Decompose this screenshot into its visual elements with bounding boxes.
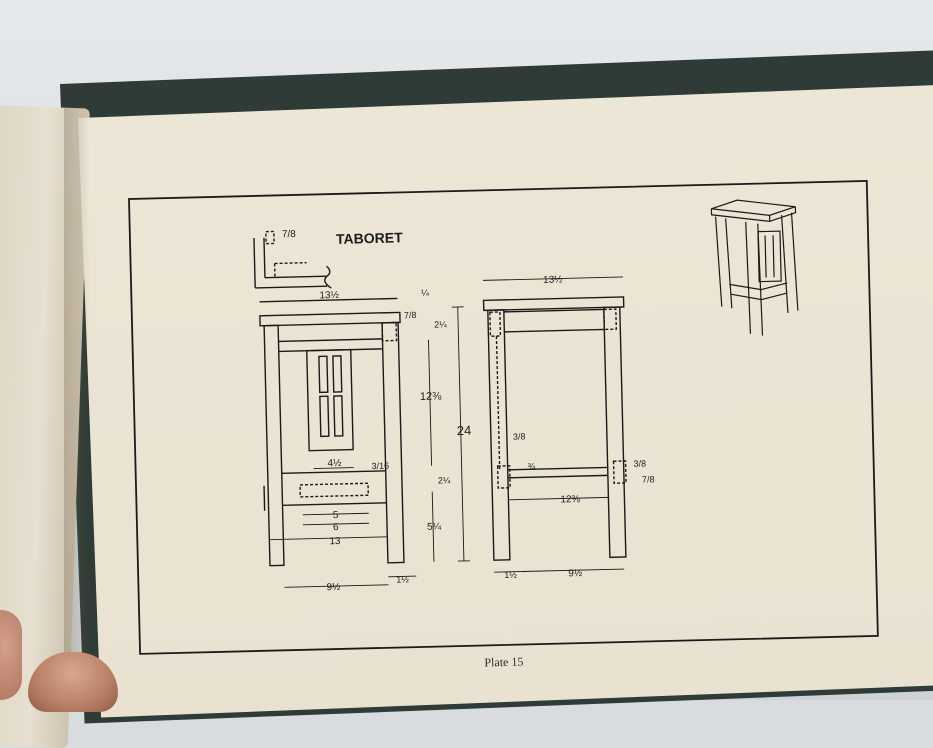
front-shelf-height-dim: 5¼ <box>427 520 442 532</box>
side-rail-length-dim: 12⅜ <box>560 494 580 505</box>
side-rail-3-8-dim: 3/8 <box>633 458 646 468</box>
front-view <box>260 307 471 588</box>
finger <box>0 610 22 700</box>
corner-thickness-dim: 7/8 <box>282 229 297 240</box>
plate-drawing: TABORET 7/8 13½ ¼ 7/8 2¼ 12⅜ 24 4½ 3/16 … <box>0 0 933 700</box>
front-top-overhang-dim: ¼ <box>421 288 429 298</box>
side-tenon-dim: 3/8 <box>513 431 526 441</box>
side-view <box>483 277 630 572</box>
front-shelf-inner-5-dim: 5 <box>333 510 339 521</box>
side-leg-spacing-dim: 9½ <box>568 568 583 579</box>
side-top-overall-dim: 13½ <box>543 274 563 285</box>
isometric-sketch <box>711 199 798 337</box>
front-shelf-gap-dim: 3/16 <box>371 461 389 471</box>
front-top-thickness-dim: 7/8 <box>404 310 417 320</box>
front-shelf-rail-dim: 2¼ <box>438 475 451 485</box>
corner-width-dim: 13½ <box>319 290 339 301</box>
front-shelf-inner-6-dim: 6 <box>333 522 339 533</box>
side-leg-width-dim: 1½ <box>504 570 517 580</box>
side-rail-7-8-dim: 7/8 <box>642 474 655 484</box>
front-bottom-width-dim: 13 <box>329 536 341 547</box>
front-panel-width-dim: 4½ <box>327 458 342 469</box>
front-rail-offset-dim: 2¼ <box>434 319 447 329</box>
front-overall-height-dim: 24 <box>457 423 472 438</box>
plate-number: Plate 15 <box>484 655 523 670</box>
front-panel-height-dim: 12⅜ <box>420 390 443 403</box>
front-leg-width-dim: 1½ <box>396 574 409 584</box>
plate-title: TABORET <box>336 229 403 247</box>
side-rail-3-4-dim: ¾ <box>528 461 536 471</box>
front-leg-spacing-dim: 9½ <box>326 582 341 593</box>
